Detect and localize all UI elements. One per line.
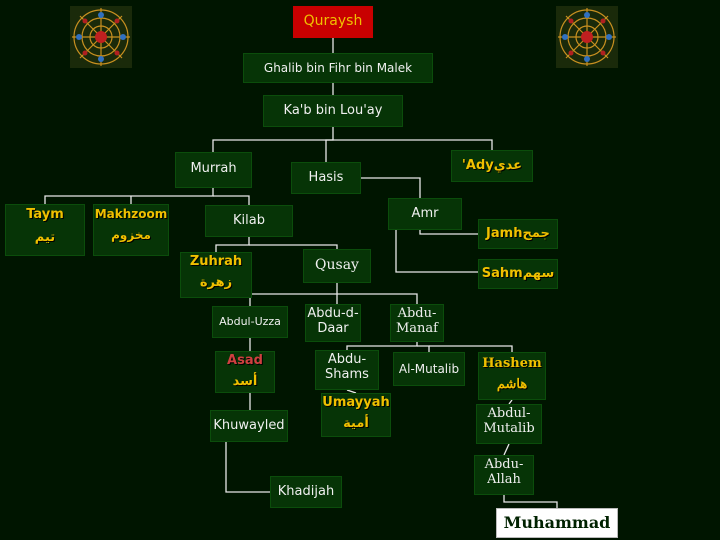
edge-kab-to-ady — [333, 139, 493, 150]
node-ghalib: Ghalib bin Fihr bin Malek — [243, 53, 433, 83]
node-khadijah-label: Khadijah — [277, 484, 335, 499]
edge-abdu-allah-to-muhammad — [503, 495, 558, 508]
edge-kab-to-hasis — [325, 139, 333, 162]
node-khuwayled-label: Khuwayled — [213, 418, 285, 433]
node-amr-label: Amr — [411, 206, 439, 221]
node-jamh-label: Jamhجمح — [486, 226, 550, 241]
node-abdu-manaf-label: Abdu-Manaf — [396, 306, 438, 336]
node-umayyah-label-arabic: أمية — [343, 415, 369, 431]
node-kab: Ka'b bin Lou'ay — [263, 95, 403, 127]
node-jamh: Jamhجمح — [478, 219, 558, 249]
node-khuwayled: Khuwayled — [210, 410, 288, 442]
node-hasis: Hasis — [291, 162, 361, 194]
node-al-mutalib-label: Al-Mutalib — [398, 362, 460, 376]
node-abdu-allah-label: Abdu-Allah — [484, 457, 524, 487]
node-abdu-d-daar-label: Abdu-d-Daar — [307, 306, 359, 336]
node-zuhrah-label-arabic: زهرة — [199, 274, 233, 290]
node-zuhrah-label: Zuhrah — [189, 254, 243, 269]
edge-khuwayled-to-khadijah — [225, 442, 270, 493]
edge-hasis-to-amr — [361, 177, 421, 198]
node-asad: Asad أسد — [215, 351, 275, 393]
edge-amr-to-sahm — [395, 230, 478, 273]
node-hashem-label-arabic: هاشم — [496, 376, 528, 392]
node-khadijah: Khadijah — [270, 476, 342, 508]
node-asad-label-arabic: أسد — [232, 373, 258, 389]
node-taym-label-arabic: تيم — [34, 229, 56, 245]
node-amr: Amr — [388, 198, 462, 230]
node-qusay: Qusay — [303, 249, 371, 283]
node-murrah: Murrah — [175, 152, 252, 188]
node-hasis-label: Hasis — [308, 170, 344, 185]
node-abdul-mutalib: Abdul-Mutalib — [476, 404, 542, 444]
edge-amr-to-jamh — [419, 230, 478, 235]
node-murrah-label: Murrah — [190, 161, 237, 176]
edge-kab-to-murrah — [212, 127, 334, 152]
node-kilab: Kilab — [205, 205, 293, 237]
node-abdu-manaf: Abdu-Manaf — [390, 304, 444, 342]
node-muhammad-label: Muhammad — [503, 513, 611, 532]
node-al-mutalib: Al-Mutalib — [393, 352, 465, 386]
node-abdu-shams: Abdu-Shams — [315, 350, 379, 390]
node-asad-label: Asad — [227, 353, 263, 368]
node-abdul-uzza: Abdul-Uzza — [212, 306, 288, 338]
edge-murrah-to-taym — [44, 188, 214, 204]
node-hashem-label: Hashem — [482, 356, 542, 371]
ornament-left — [70, 6, 132, 68]
edge-abdu-manaf-to-abdu-shams — [346, 342, 418, 350]
node-umayyah-label: Umayyah — [322, 395, 390, 410]
node-makhzoom: Makhzoom مخزوم — [93, 204, 169, 256]
node-umayyah: Umayyah أمية — [321, 393, 391, 437]
node-abdu-shams-label: Abdu-Shams — [325, 352, 369, 382]
node-kilab-label: Kilab — [233, 213, 265, 228]
edge-kilab-to-zuhrah — [215, 237, 250, 252]
node-ady: 'Adyعدي — [451, 150, 533, 182]
node-sahm-label: Sahmسهم — [481, 266, 555, 281]
node-taym: Taym تيم — [5, 204, 85, 256]
node-qusay-label: Qusay — [315, 257, 359, 273]
node-quraysh: Quraysh — [293, 6, 373, 38]
edge-abdul-mutalib-to-abdu-allah — [503, 443, 510, 456]
node-ady-label: 'Adyعدي — [461, 158, 523, 173]
edge-qusay-to-abdu-manaf — [337, 293, 418, 304]
node-taym-label: Taym — [26, 207, 64, 222]
node-makhzoom-label-arabic: مخزوم — [111, 228, 151, 243]
node-hashem: Hashem هاشم — [478, 352, 546, 400]
node-abdu-allah: Abdu-Allah — [474, 455, 534, 495]
node-quraysh-label: Quraysh — [303, 13, 363, 29]
node-zuhrah: Zuhrah زهرة — [180, 252, 252, 298]
node-sahm: Sahmسهم — [478, 259, 558, 289]
node-abdul-uzza-label: Abdul-Uzza — [219, 315, 281, 328]
node-muhammad: Muhammad — [496, 508, 618, 538]
node-abdu-d-daar: Abdu-d-Daar — [305, 304, 361, 342]
node-ghalib-label: Ghalib bin Fihr bin Malek — [263, 61, 413, 75]
edge-murrah-to-kilab — [213, 195, 250, 205]
node-makhzoom-label: Makhzoom — [94, 207, 168, 221]
node-kab-label: Ka'b bin Lou'ay — [283, 103, 383, 118]
ornament-right — [556, 6, 618, 68]
node-abdul-mutalib-label: Abdul-Mutalib — [483, 406, 535, 436]
